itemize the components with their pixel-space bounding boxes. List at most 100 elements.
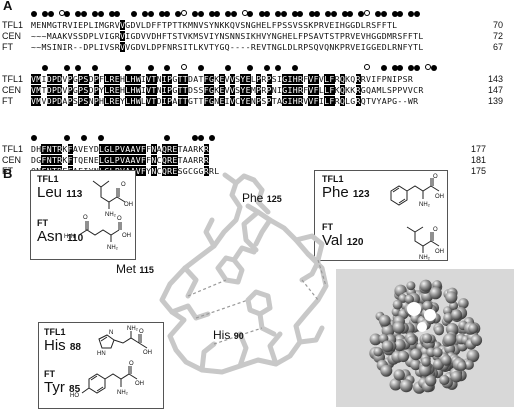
protein-label: FT <box>44 369 55 379</box>
sequence-end-position: 181 <box>470 155 486 165</box>
variant-marker <box>75 65 82 71</box>
variant-marker <box>125 65 132 71</box>
variant-marker <box>264 11 271 17</box>
residue-box-leu-asn: TFL1 Leu 113 FT Asn 110 O OH NH₂ O H₂N O… <box>30 170 136 260</box>
atom-sphere <box>399 379 413 393</box>
atom-sphere <box>468 323 479 334</box>
variant-marker <box>247 65 254 71</box>
alignment-row: CEN DGFNTRKFTQENELGLPVAAVFFNCQRETAARRR 181 <box>0 155 514 166</box>
chem-label: O <box>433 174 438 180</box>
variant-marker <box>241 10 248 16</box>
variant-marker <box>97 11 104 17</box>
chem-label: OH <box>124 202 133 208</box>
sequence-end-position: 72 <box>492 31 503 41</box>
chem-label: NH₂ <box>117 390 129 396</box>
atom-sphere <box>406 281 416 291</box>
residue-label: Tyr 85 <box>44 379 81 396</box>
variant-marker <box>47 11 54 17</box>
atom-sphere <box>432 347 443 358</box>
variant-marker <box>64 11 71 17</box>
variant-marker <box>291 11 298 17</box>
atom-sphere <box>381 324 395 338</box>
variant-marker <box>130 11 137 17</box>
variant-marker <box>175 11 182 17</box>
atom-sphere <box>410 348 422 361</box>
sequence-name: FT <box>2 96 13 106</box>
variant-marker <box>75 11 82 17</box>
panel-b-letter: B <box>3 166 13 181</box>
variant-marker <box>375 11 382 17</box>
residue-label: Phe 123 <box>322 184 370 201</box>
variant-marker <box>92 65 99 71</box>
variant-marker <box>80 135 87 141</box>
variant-marker <box>280 11 287 17</box>
variant-marker <box>364 10 370 16</box>
protein-label: TFL1 <box>37 174 59 184</box>
variant-marker <box>408 11 415 17</box>
sequence-residues: MENMGTRVIEPLIMGRVVGDVLDFFTPTTKMNVSYNKKQV… <box>31 20 398 30</box>
variant-marker <box>42 65 49 71</box>
variant-marker <box>58 10 65 16</box>
variant-marker <box>325 11 332 17</box>
atom-sphere <box>422 300 433 311</box>
sequence-residues: VMIDPDVPGPSDPFLREHLHWIVTNIPGTTDATFGKEVVS… <box>31 74 414 84</box>
atom-sphere <box>407 335 417 346</box>
atom-sphere <box>443 333 457 346</box>
sequence-name: CEN <box>2 155 22 165</box>
sequence-name: CEN <box>2 85 22 95</box>
variant-marker <box>97 135 104 141</box>
variant-marker <box>208 11 215 17</box>
variant-marker <box>64 135 71 141</box>
variant-marker <box>275 65 282 71</box>
variant-marker <box>31 11 37 17</box>
atom-sphere <box>392 299 403 310</box>
atom-sphere <box>470 334 483 346</box>
variant-marker <box>380 11 387 17</box>
sequence-end-position: 143 <box>487 74 503 84</box>
variant-marker <box>430 65 437 71</box>
atom-sphere <box>425 375 437 387</box>
atom-sphere <box>378 314 391 327</box>
protein-label: TFL1 <box>322 174 344 184</box>
chem-label: N <box>109 330 113 336</box>
chem-label: HO <box>70 393 79 399</box>
histidine-tyrosine-structures: HN N O OH NH₂ HO O OH NH₂ <box>70 326 152 399</box>
sequence-residues: ~~MSINIR--DPLIVSRVVGDVLDPFNRSITLKVTYGQ--… <box>31 42 424 52</box>
structure-label-met: Met 115 <box>116 262 154 276</box>
atom-sphere <box>419 279 432 292</box>
atom-sphere <box>458 298 469 309</box>
phenylalanine-structure: O OH NH₂ O OH NH₂ <box>390 174 444 260</box>
sequence-residues: DGFNTRKFTQENELGLPVAAVFFNCQRETAARRR <box>31 155 209 165</box>
structure-label-phe: Phe 125 <box>242 191 282 205</box>
variant-marker <box>275 11 282 17</box>
variant-marker <box>247 11 254 17</box>
variant-marker <box>180 10 187 16</box>
variant-marker <box>413 11 420 17</box>
space-filling-model <box>369 279 483 394</box>
atom-sphere <box>373 347 383 357</box>
variant-marker <box>413 65 420 71</box>
conservation-marker-row <box>31 134 451 142</box>
variant-marker <box>214 11 221 17</box>
residue-label: Val 120 <box>322 232 364 249</box>
variant-marker <box>142 11 148 17</box>
chem-label: OH <box>143 350 152 356</box>
atom-sphere <box>466 349 480 363</box>
residue-label: His 88 <box>44 337 81 354</box>
variant-marker <box>197 11 204 17</box>
variant-marker <box>291 65 298 71</box>
sequence-residues: ~~~MAAKVSSDPLVIGRVIGDVVDHFTSTVKMSVIYNSNN… <box>31 31 424 41</box>
residue-label: Leu 113 <box>37 184 83 201</box>
atom-sphere <box>429 286 442 300</box>
protein-label: FT <box>37 218 48 228</box>
sequence-name: TFL1 <box>2 144 24 154</box>
atom-sphere <box>457 361 467 371</box>
chem-label: O <box>433 227 438 233</box>
chem-label: H₂N <box>64 234 75 240</box>
chem-label: NH₂ <box>127 326 139 332</box>
sequence-end-position: 139 <box>487 96 503 106</box>
residue-box-his-tyr: TFL1 His 88 FT Tyr 85 HN N O OH NH <box>38 322 164 409</box>
